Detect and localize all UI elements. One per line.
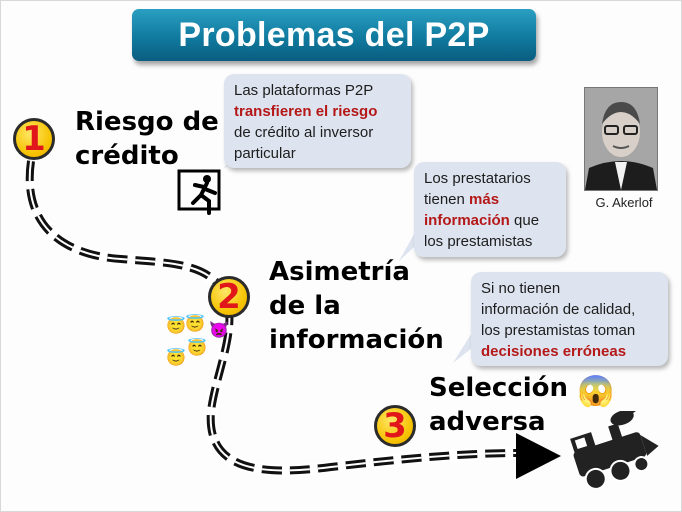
angel-face-icon: 😇 xyxy=(166,318,186,335)
bubble-credit-risk: Las plataformas P2P transfieren el riesg… xyxy=(224,74,411,168)
bubble-2-line2: tienen más xyxy=(424,191,500,208)
scream-face-icon: 😱 xyxy=(577,375,615,408)
step-1-heading: Riesgo de crédito xyxy=(75,105,219,173)
photo-caption: G. Akerlof xyxy=(595,195,653,210)
bubble-2-line1: Los prestatarios xyxy=(424,170,531,187)
arrow-head-icon xyxy=(516,433,561,479)
step-3-line1: Selección xyxy=(429,373,569,403)
bubble-3-highlight: decisiones erróneas xyxy=(481,343,627,360)
bubble-1-line4: particular xyxy=(234,145,296,162)
bubble-3-line1: Si no tienen xyxy=(481,280,561,297)
bubble-information: Los prestatarios tienen más información … xyxy=(414,162,566,257)
step-2-line2: de la xyxy=(269,291,341,321)
angel-face-icon: 😇 xyxy=(187,340,207,357)
step-2-line1: Asimetría xyxy=(269,257,410,287)
bubble-3-line3: los prestamistas toman xyxy=(481,322,636,339)
train-icon xyxy=(570,411,659,490)
bubble-1-line3: de crédito al inversor xyxy=(234,124,374,141)
step-1-line1: Riesgo de xyxy=(75,107,219,137)
step-2-badge: 2 xyxy=(208,276,250,318)
bubble-2-highlight-b: información xyxy=(424,212,510,229)
step-1-line2: crédito xyxy=(75,141,179,171)
step-3-badge: 3 xyxy=(374,405,416,447)
devil-face-icon: 👿 xyxy=(209,322,229,339)
step-3-heading: Selección adversa xyxy=(429,371,568,439)
bubble-2-line3: información que xyxy=(424,212,540,229)
bubble-1-line1: Las plataformas P2P xyxy=(234,82,374,99)
bubble-1-highlight: transfieren el riesgo xyxy=(234,103,378,120)
step-3-line2: adversa xyxy=(429,407,546,437)
exit-door-icon xyxy=(177,169,221,215)
step-1-badge: 1 xyxy=(13,118,55,160)
step-2-line3: información xyxy=(269,325,444,355)
bubble-3-line2: información de calidad, xyxy=(481,301,636,318)
step-2-heading: Asimetría de la información xyxy=(269,255,444,357)
bubble-2-line4: los prestamistas xyxy=(424,233,533,250)
angel-face-icon: 😇 xyxy=(166,350,186,367)
bubble-adverse-selection: Si no tienen información de calidad, los… xyxy=(471,272,668,366)
page-title: Problemas del P2P xyxy=(132,9,536,61)
angel-face-icon: 😇 xyxy=(185,316,205,333)
bubble-2-highlight-a: más xyxy=(469,191,500,208)
akerlof-photo xyxy=(584,87,658,191)
